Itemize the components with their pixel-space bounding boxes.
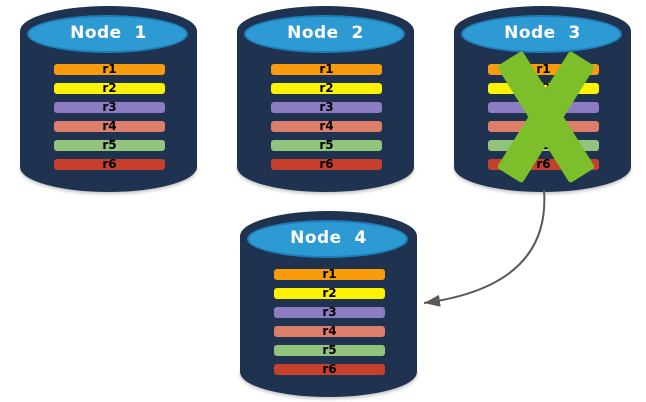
failure-x-icon — [496, 50, 596, 184]
node-title: Node 3 — [504, 23, 581, 43]
record-r3: r3 — [53, 101, 166, 114]
record-r6: r6 — [270, 158, 383, 171]
record-r2: r2 — [270, 82, 383, 95]
record-r4: r4 — [270, 120, 383, 133]
node-title: Node 1 — [70, 23, 147, 43]
record-r6: r6 — [273, 363, 386, 376]
record-r4: r4 — [53, 120, 166, 133]
cylinder-top-face — [461, 15, 622, 53]
node-2: Node 2 r1 r2 r3 r4 r5 r6 — [237, 6, 414, 192]
node-title: Node 4 — [290, 228, 367, 248]
record-r1: r1 — [270, 63, 383, 76]
record-r6: r6 — [53, 158, 166, 171]
record-stack: r1 r2 r3 r4 r5 r6 — [273, 268, 386, 382]
record-stack: r1 r2 r3 r4 r5 r6 — [53, 63, 166, 177]
record-stack: r1 r2 r3 r4 r5 r6 — [270, 63, 383, 177]
record-r4: r4 — [273, 325, 386, 338]
record-r5: r5 — [270, 139, 383, 152]
cylinder-top-face — [244, 15, 405, 53]
cylinder-top-face — [247, 220, 408, 258]
record-r3: r3 — [273, 306, 386, 319]
arrow-path — [423, 189, 546, 307]
record-r2: r2 — [53, 82, 166, 95]
record-r5: r5 — [273, 344, 386, 357]
record-r1: r1 — [273, 268, 386, 281]
node-title: Node 2 — [287, 23, 364, 43]
record-r5: r5 — [53, 139, 166, 152]
node-4: Node 4 r1 r2 r3 r4 r5 r6 — [240, 211, 417, 397]
record-r1: r1 — [53, 63, 166, 76]
node-1: Node 1 r1 r2 r3 r4 r5 r6 — [20, 6, 197, 192]
record-r3: r3 — [270, 101, 383, 114]
cylinder-top-face — [27, 15, 188, 53]
node-3: Node 3 r1 r2 r3 r4 r5 r6 — [454, 6, 631, 192]
record-r2: r2 — [273, 287, 386, 300]
